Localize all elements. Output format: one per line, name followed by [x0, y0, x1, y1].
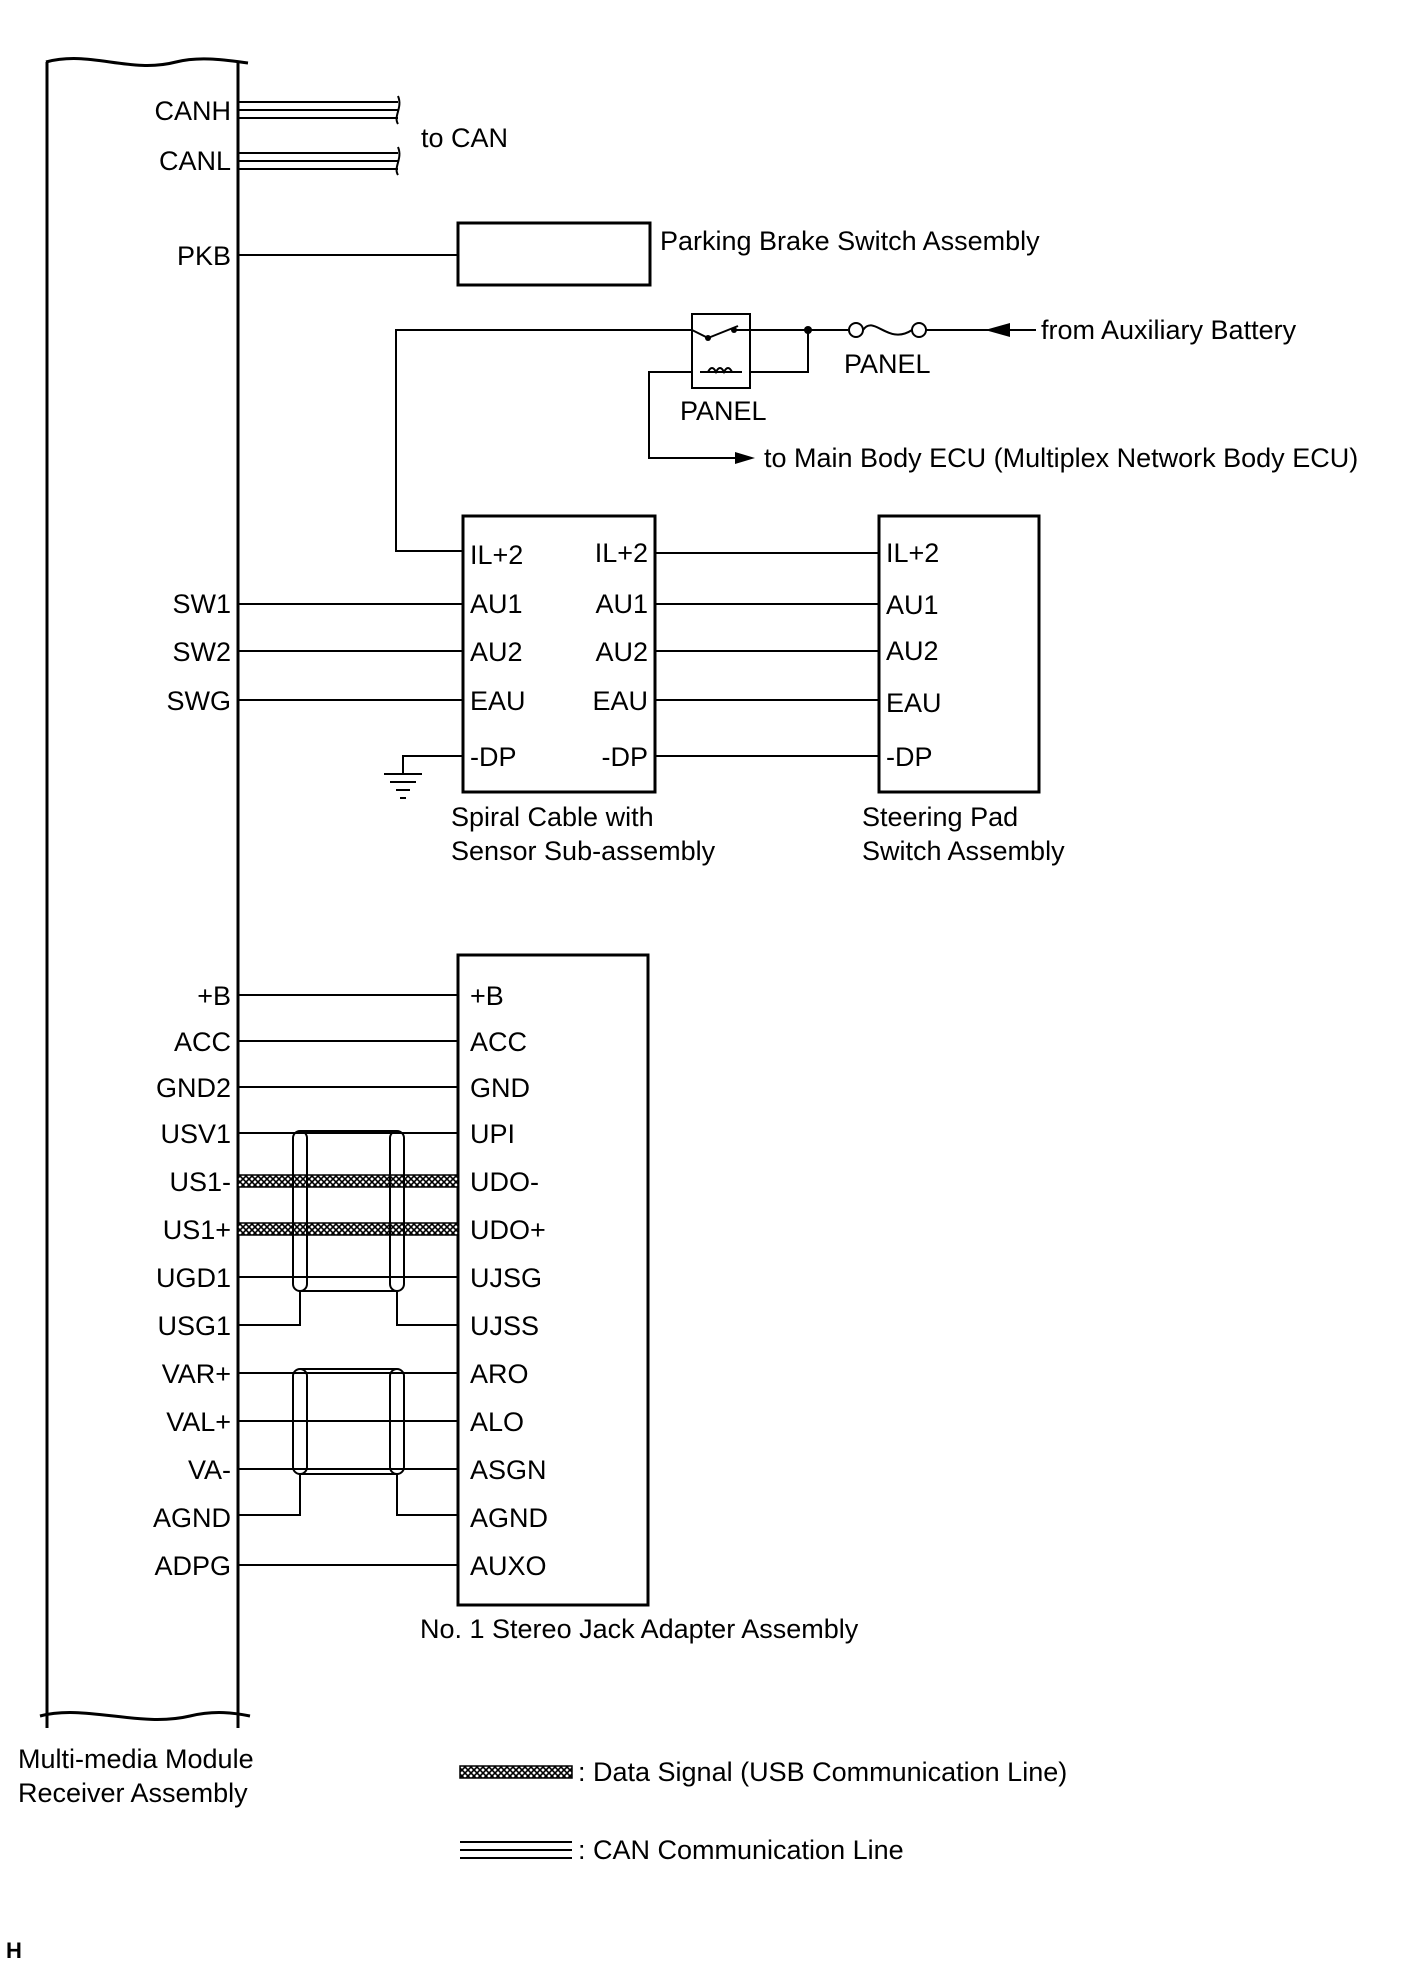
steering-pin: EAU [886, 688, 942, 718]
adapter-pin-label: UJSS [470, 1311, 539, 1341]
steering-pin: IL+2 [886, 538, 939, 568]
receiver-name-line1: Multi-media Module [18, 1744, 254, 1774]
parking-brake-switch-box [456, 221, 652, 287]
arrow-from-aux-battery [985, 323, 1010, 337]
pin-sw1: SW1 [172, 589, 231, 619]
parking-brake-switch-label: Parking Brake Switch Assembly [660, 226, 1040, 256]
receiver-pin-label: USG1 [157, 1311, 231, 1341]
pin-pkb: PKB [177, 241, 231, 271]
relay-box [691, 313, 751, 389]
receiver-pin-label: VA- [188, 1455, 231, 1485]
receiver-pin-label: ADPG [154, 1551, 231, 1581]
spiral-left-pin: -DP [470, 742, 517, 772]
receiver-pin-label: ACC [174, 1027, 231, 1057]
spiral-name-line2: Sensor Sub-assembly [451, 836, 716, 866]
legend [459, 1765, 573, 1859]
can-lines [238, 95, 401, 176]
steering-name-line2: Switch Assembly [862, 836, 1065, 866]
receiver-assembly [39, 57, 251, 1728]
shield-loops [238, 1130, 458, 1516]
receiver-name-line2: Receiver Assembly [18, 1778, 248, 1808]
legend-can-line: : CAN Communication Line [578, 1835, 904, 1865]
stereo-adapter-name: No. 1 Stereo Jack Adapter Assembly [420, 1614, 859, 1644]
adapter-pin-label: ALO [470, 1407, 524, 1437]
spiral-right-pin: -DP [602, 742, 649, 772]
adapter-pin-label: +B [470, 981, 504, 1011]
spiral-right-pin: EAU [592, 686, 648, 716]
stereo-jack-adapter-box [456, 953, 650, 1607]
to-main-body-ecu-label: to Main Body ECU (Multiplex Network Body… [764, 443, 1358, 473]
ground-symbol [384, 755, 463, 799]
receiver-pin-label: US1- [169, 1167, 231, 1197]
usb-data-line [237, 1174, 459, 1188]
spiral-right-pin: IL+2 [595, 538, 648, 568]
stereo-pin-labels: +B +B ACC ACC GND2 GND USV1 UPI US1- UDO- US1+ UDO+… [153, 981, 548, 1581]
adapter-pin-label: GND [470, 1073, 530, 1103]
pin-canl: CANL [159, 146, 231, 176]
receiver-pin-label: VAR+ [162, 1359, 231, 1389]
adapter-pin-label: ASGN [470, 1455, 547, 1485]
adapter-pin-label: UJSG [470, 1263, 542, 1293]
spiral-name-line1: Spiral Cable with [451, 802, 654, 832]
adapter-pin-label: UDO- [470, 1167, 539, 1197]
adapter-pin-label: ACC [470, 1027, 527, 1057]
legend-data-signal: : Data Signal (USB Communication Line) [578, 1757, 1067, 1787]
power-feed [395, 313, 1036, 552]
receiver-pin-label: GND2 [156, 1073, 231, 1103]
corner-mark: H [6, 1938, 22, 1961]
steering-name-line1: Steering Pad [862, 802, 1018, 832]
adapter-pin-label: AGND [470, 1503, 548, 1533]
fuse-label: PANEL [844, 349, 931, 379]
relay-label: PANEL [680, 396, 767, 426]
receiver-pin-label: AGND [153, 1503, 231, 1533]
receiver-pin-label: US1+ [163, 1215, 231, 1245]
receiver-pin-label: VAL+ [166, 1407, 231, 1437]
to-can-label: to CAN [421, 123, 508, 153]
spiral-left-pin: AU1 [470, 589, 523, 619]
steering-pin: -DP [886, 742, 933, 772]
receiver-pin-label: +B [197, 981, 231, 1011]
spiral-left-pin: AU2 [470, 637, 523, 667]
steering-pin: AU1 [886, 590, 939, 620]
legend-usb-swatch [459, 1765, 573, 1779]
steering-pad-box [877, 514, 1041, 794]
spiral-left-pin: EAU [470, 686, 526, 716]
adapter-pin-label: UDO+ [470, 1215, 546, 1245]
spiral-cable-box [461, 514, 657, 794]
pin-swg: SWG [167, 686, 232, 716]
receiver-pin-label: UGD1 [156, 1263, 231, 1293]
spiral-right-pin: AU1 [595, 589, 648, 619]
from-aux-battery-label: from Auxiliary Battery [1041, 315, 1297, 345]
pin-sw2: SW2 [172, 637, 231, 667]
adapter-pin-label: ARO [470, 1359, 529, 1389]
spiral-right-pin: AU2 [595, 637, 648, 667]
spiral-left-pin: IL+2 [470, 540, 523, 570]
steering-pin: AU2 [886, 636, 939, 666]
adapter-pin-label: AUXO [470, 1551, 547, 1581]
stereo-wires [237, 994, 459, 1566]
arrow-to-main-body-ecu [735, 452, 755, 464]
receiver-pin-label: USV1 [160, 1119, 231, 1149]
adapter-pin-label: UPI [470, 1119, 515, 1149]
pin-canh: CANH [154, 96, 231, 126]
usb-data-line [237, 1222, 459, 1236]
